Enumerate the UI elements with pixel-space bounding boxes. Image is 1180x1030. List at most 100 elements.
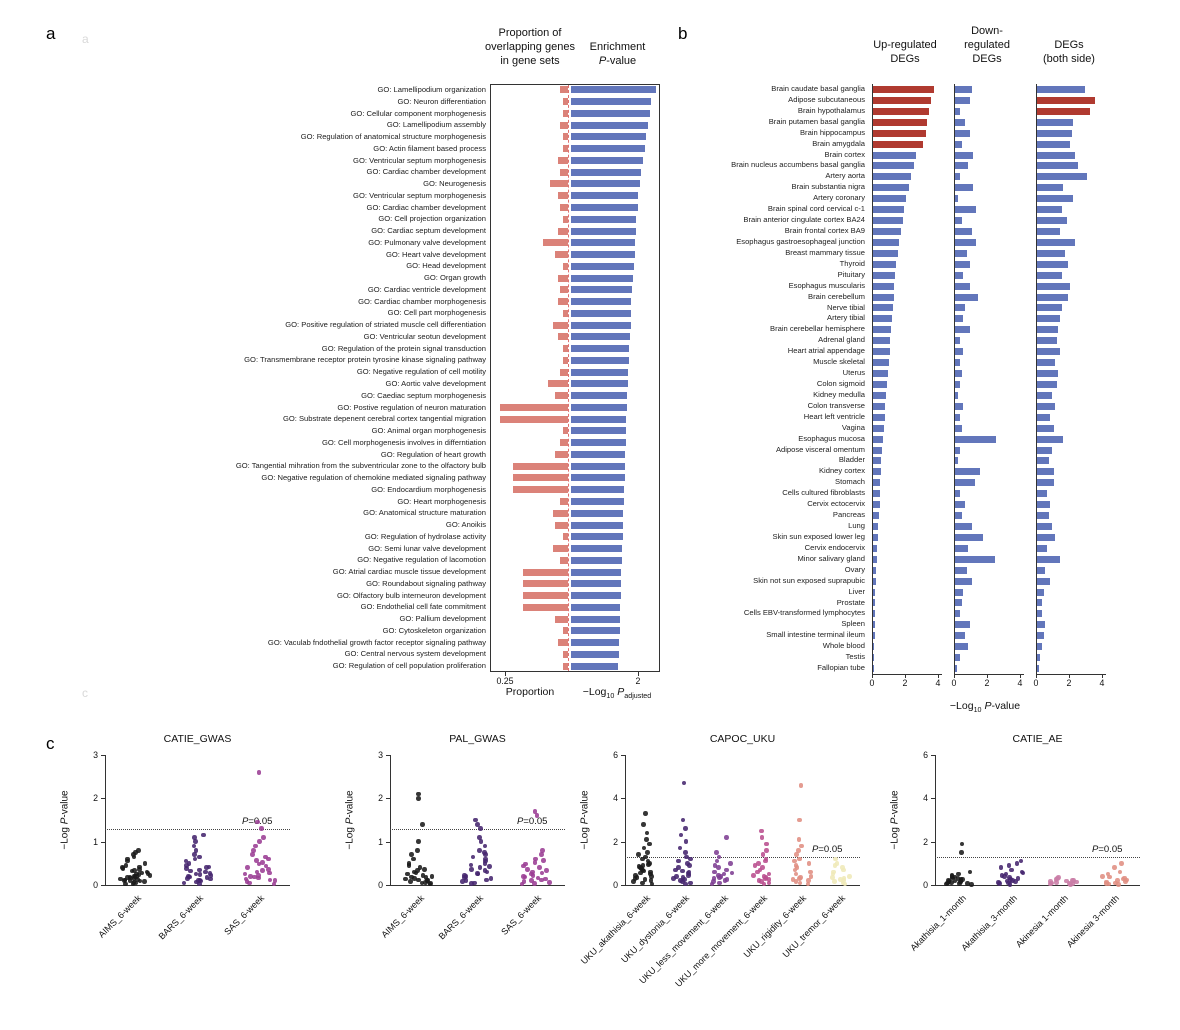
enrichment-bar bbox=[571, 345, 629, 353]
data-point bbox=[1002, 874, 1007, 879]
data-point bbox=[475, 871, 481, 876]
data-point bbox=[532, 880, 537, 886]
data-point bbox=[807, 869, 813, 875]
both-deg-bar bbox=[1037, 533, 1055, 541]
tissue-label: Esophagus muscularis bbox=[788, 280, 865, 290]
go-term-label: GO: Cardiac septum development bbox=[371, 226, 486, 236]
c-yaxis-line bbox=[935, 755, 936, 886]
enrichment-bar bbox=[571, 203, 638, 211]
data-point bbox=[404, 871, 410, 877]
c-group-label: Akinesia 1-month bbox=[1013, 893, 1071, 950]
panel-c-letter: c bbox=[46, 734, 55, 753]
c-ytick bbox=[621, 755, 625, 756]
data-point bbox=[142, 879, 147, 884]
tissue-label: Stomach bbox=[835, 477, 865, 487]
data-point bbox=[1119, 861, 1124, 866]
enrichment-bar bbox=[571, 403, 627, 411]
proportion-bar bbox=[560, 203, 568, 211]
data-point bbox=[192, 835, 197, 840]
data-point bbox=[1018, 858, 1024, 864]
up-deg-bar bbox=[873, 260, 896, 268]
down-deg-bar bbox=[955, 490, 960, 498]
data-point bbox=[1106, 881, 1112, 887]
significance-threshold-line bbox=[105, 828, 290, 830]
data-point bbox=[540, 858, 546, 864]
data-point bbox=[183, 858, 189, 864]
data-point bbox=[414, 868, 420, 873]
tissue-label: Cervix endocervix bbox=[804, 542, 865, 552]
enrichment-bar bbox=[571, 592, 621, 600]
data-point bbox=[791, 858, 797, 864]
c-ytick bbox=[621, 841, 625, 843]
tissue-label: Brain cortex bbox=[824, 149, 865, 159]
enrichment-bar bbox=[571, 439, 626, 447]
down-deg-bar bbox=[955, 282, 970, 290]
data-point bbox=[684, 854, 689, 860]
go-term-label: GO: Cardiac chamber development bbox=[366, 202, 486, 212]
data-point bbox=[1056, 875, 1061, 880]
tissue-label: Kidney cortex bbox=[818, 466, 865, 476]
tissue-label: Muscle skeletal bbox=[813, 357, 865, 367]
go-term-label: GO: Regulation of anatomical structure m… bbox=[300, 132, 486, 142]
significance-threshold-label: P=0.05 bbox=[242, 816, 272, 827]
go-term-label: GO: Anatomical structure maturation bbox=[363, 508, 486, 518]
go-term-label: GO: Endocardium morphogenesis bbox=[371, 484, 486, 494]
proportion-bar bbox=[563, 627, 568, 635]
up-deg-bar bbox=[873, 151, 916, 159]
panel-b-xaxis-label: −Log10 P-value bbox=[905, 700, 1065, 714]
data-point bbox=[712, 863, 718, 868]
tissue-label: Breast mammary tissue bbox=[785, 247, 865, 257]
data-point bbox=[129, 868, 135, 874]
both-deg-bar bbox=[1037, 249, 1065, 257]
c-ylabel-part: P bbox=[59, 817, 71, 825]
data-point bbox=[429, 874, 435, 879]
data-point bbox=[532, 860, 538, 865]
c-ylabel-part: -value bbox=[344, 790, 356, 818]
b-yaxis-line bbox=[954, 84, 955, 675]
proportion-bar bbox=[555, 392, 568, 400]
b-xaxis-p-italic: P bbox=[984, 700, 992, 712]
data-point bbox=[671, 876, 676, 881]
up-deg-bar bbox=[873, 217, 903, 225]
data-point bbox=[729, 870, 735, 876]
pline-label-part: P bbox=[242, 815, 249, 827]
data-point bbox=[428, 880, 433, 886]
data-point bbox=[147, 873, 153, 878]
proportion-bar bbox=[555, 615, 568, 623]
tissue-label: Spleen bbox=[841, 619, 865, 629]
data-point bbox=[648, 871, 653, 877]
c-yaxis-line bbox=[105, 755, 106, 886]
data-point bbox=[956, 871, 961, 877]
enrichment-bar bbox=[571, 215, 636, 223]
c-ylabel-part: -value bbox=[59, 790, 71, 818]
data-point bbox=[137, 878, 143, 884]
data-point bbox=[254, 858, 259, 864]
data-point bbox=[711, 876, 717, 881]
go-term-label: GO: Cellular component morphogenesis bbox=[350, 108, 487, 118]
go-term-label: GO: Semi lunar valve development bbox=[368, 543, 486, 553]
panel-b-both-header: DEGs (both side) bbox=[1043, 39, 1095, 65]
data-point bbox=[197, 872, 203, 877]
up-deg-bar bbox=[873, 195, 906, 203]
enrichment-bar bbox=[571, 392, 627, 400]
up-deg-bar bbox=[873, 435, 883, 443]
down-deg-bar bbox=[955, 391, 958, 399]
down-deg-bar bbox=[955, 315, 963, 323]
c-yaxis-line bbox=[625, 755, 626, 886]
data-point bbox=[131, 873, 137, 879]
data-point bbox=[462, 873, 467, 878]
b-xtick-label: 2 bbox=[902, 678, 908, 688]
data-point bbox=[208, 876, 213, 882]
enrichment-bar bbox=[571, 86, 656, 94]
data-point bbox=[186, 861, 192, 866]
data-point bbox=[644, 837, 649, 842]
data-point bbox=[805, 881, 811, 887]
c-ytick-label: 2 bbox=[923, 836, 928, 847]
tissue-label: Lung bbox=[848, 521, 865, 531]
tissue-label: Testis bbox=[845, 652, 865, 662]
data-point bbox=[648, 878, 654, 883]
data-point bbox=[1115, 878, 1120, 883]
data-point bbox=[132, 867, 137, 873]
data-point bbox=[647, 841, 652, 847]
c-group-label: AIMS_6-week bbox=[379, 893, 427, 940]
